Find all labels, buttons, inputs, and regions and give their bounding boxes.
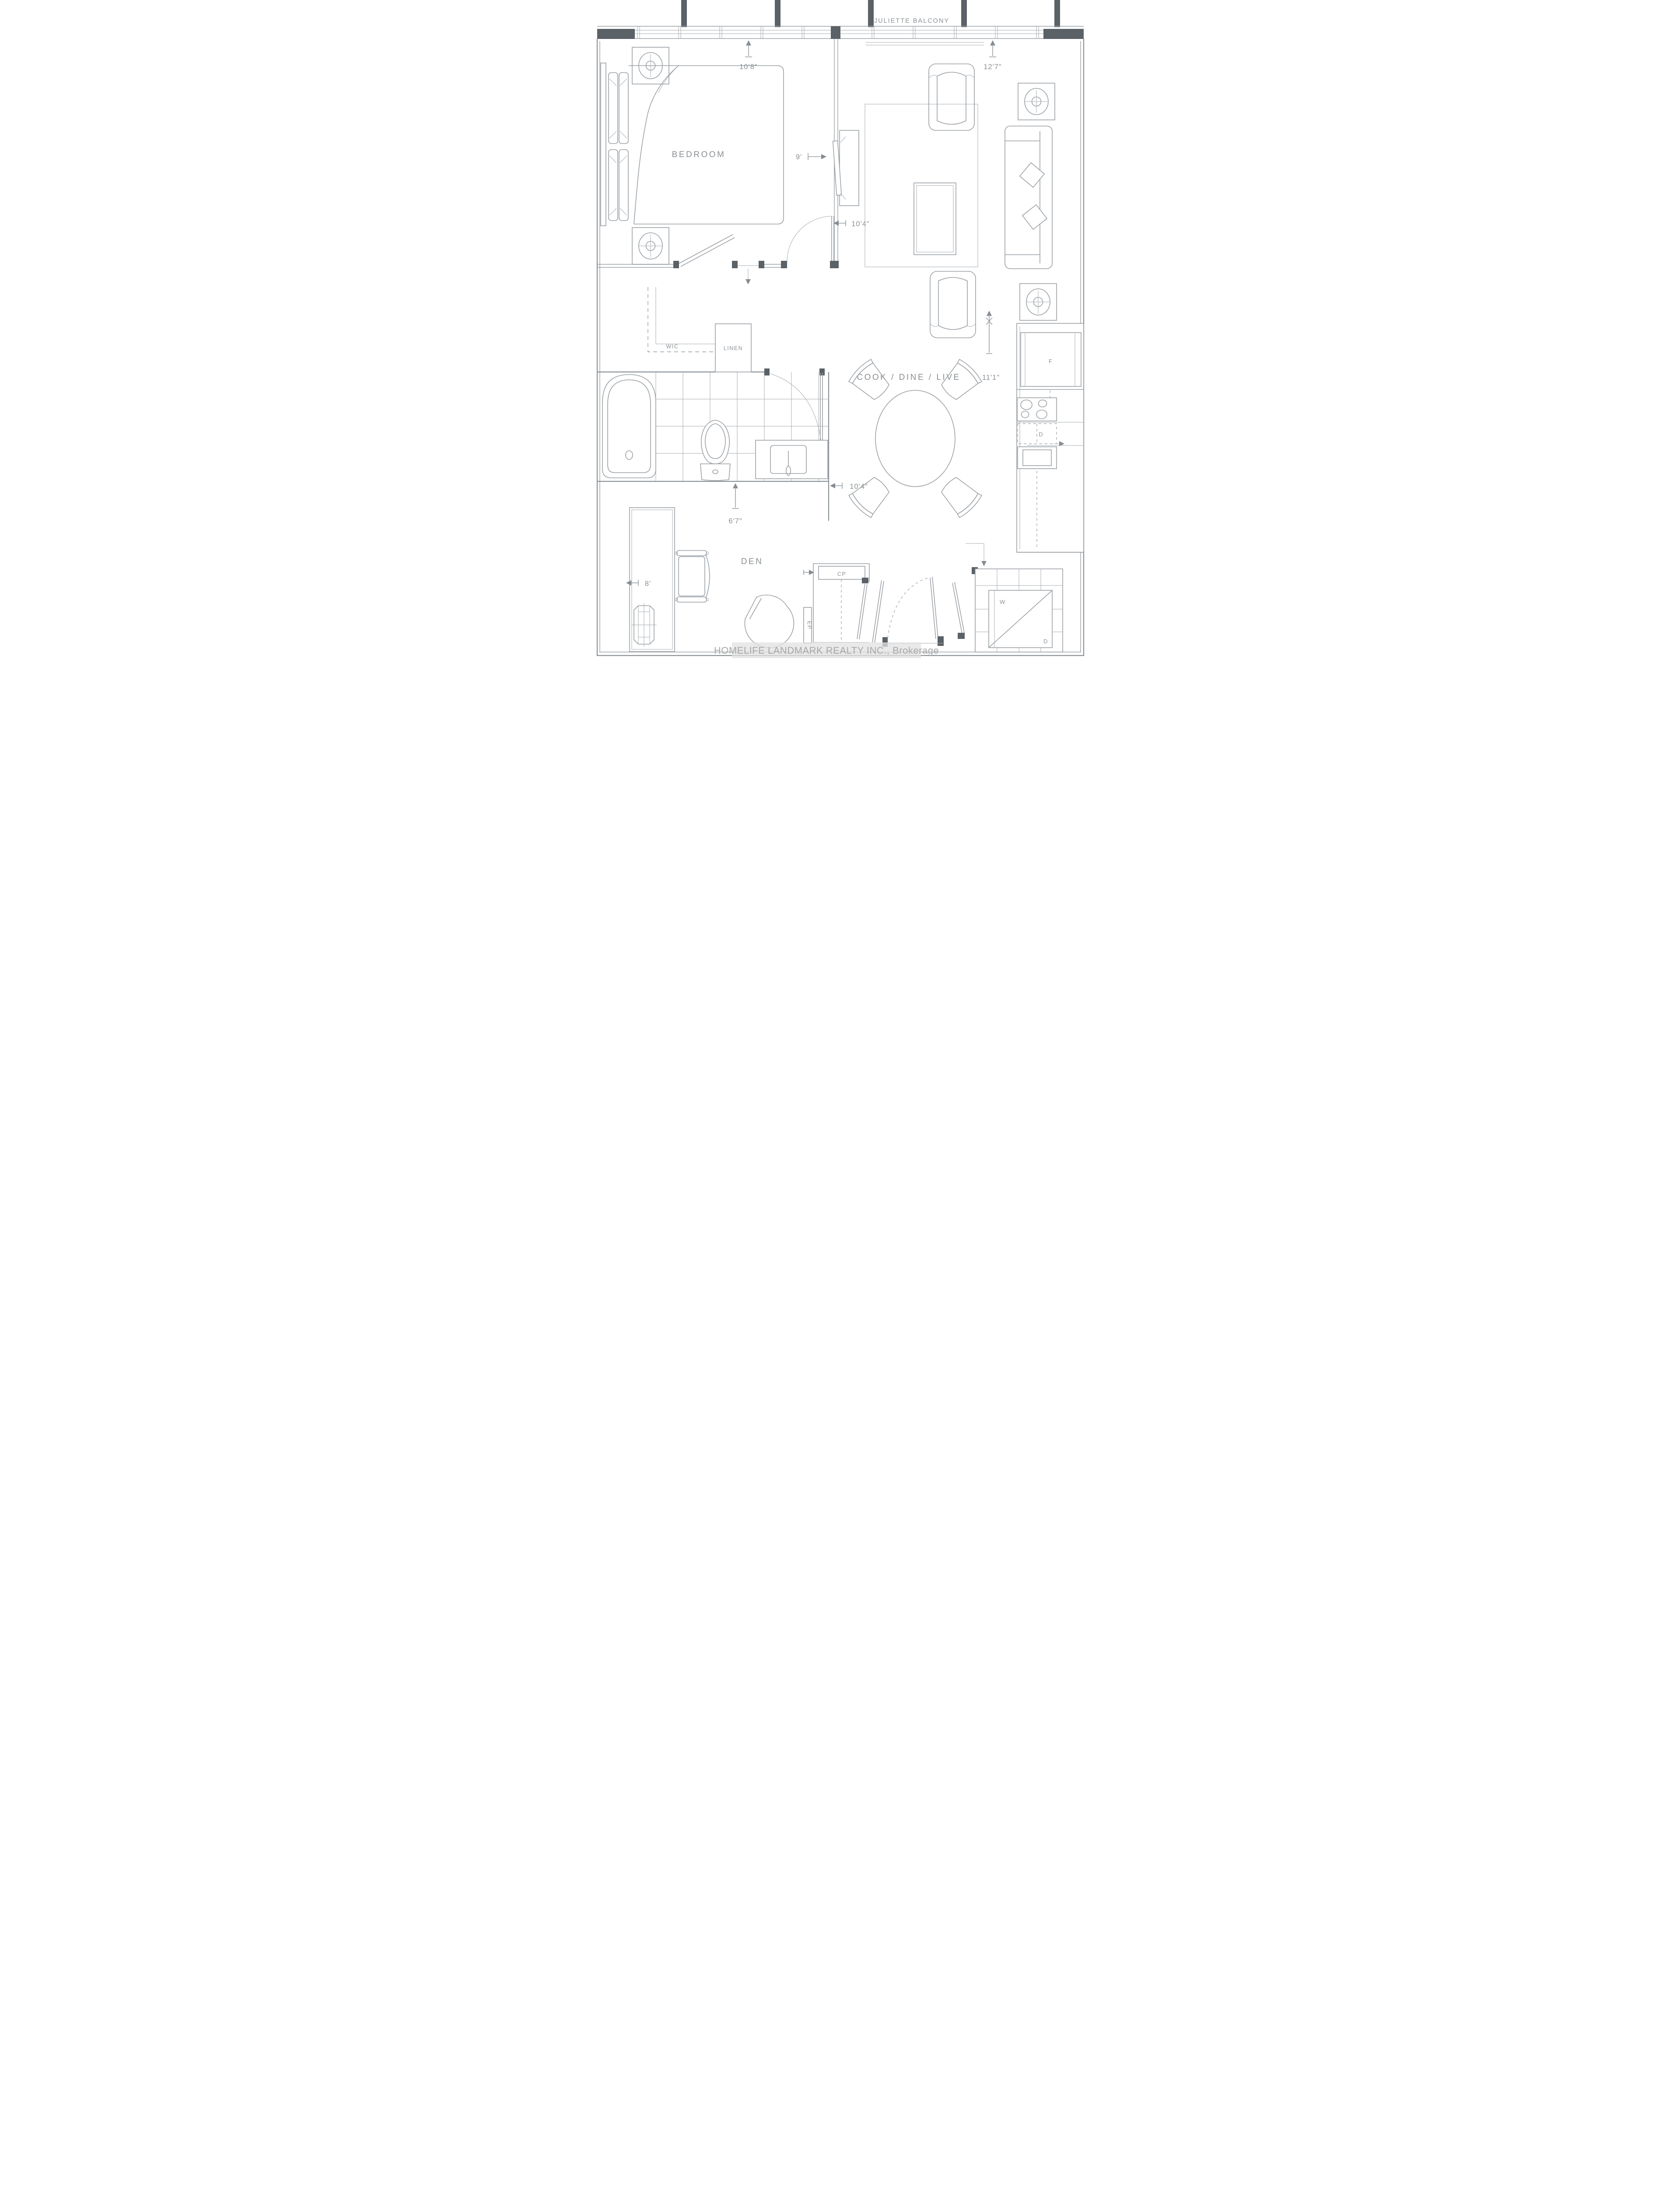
dining-chair [936,472,984,520]
kitchen: F D [1016,323,1084,553]
balcony-fin [961,0,967,27]
svg-text:CP: CP [837,571,846,577]
fridge-label: F [1049,358,1052,365]
media-console [839,130,859,206]
linen-label: LINEN [723,345,742,351]
dim-bedroom-depth: 9' [795,153,826,161]
wic-label: WIC [666,344,679,350]
washer-label: W [1000,599,1005,605]
dim-den-width: 6'7" [728,483,742,525]
pot-light-icon [1017,83,1055,120]
armchair [928,63,975,131]
balcony-fin [774,0,780,27]
tv [832,140,842,196]
balcony-fin [868,0,874,27]
wic-door [679,234,733,264]
bedroom-label: BEDROOM [672,150,725,159]
blanket-fold [633,65,679,224]
entry-door [872,576,944,647]
dining-set [847,357,984,520]
toilet [700,420,731,481]
bedroom-door [780,216,839,268]
svg-text:9': 9' [795,153,802,161]
dining-table [875,390,956,487]
laundry-closet: W D [952,543,1063,652]
electrical-panel: EP [803,607,812,644]
headboard [600,63,606,226]
dim-bedroom-width: 10'8" [739,40,758,71]
bathroom: 10'4" 6'7" [597,368,868,525]
svg-text:8': 8' [644,580,651,588]
watermark: HOMELIFE LANDMARK REALTY INC., Brokerage [714,642,938,658]
svg-text:11'1": 11'1" [982,374,999,382]
cook-dine-live-label: COOK / DINE / LIVE [857,373,960,382]
fridge [1020,332,1082,387]
floor-plan-page: JULIETTE BALCONY [581,0,1099,677]
dim-den-depth: 8' [626,580,651,588]
dim-living-depth: 11'1" [982,311,999,382]
bathroom-door [764,368,825,449]
bedroom: BEDROOM 10'8" 9' [600,40,826,265]
blanket [628,65,784,224]
balcony-fin [1054,0,1060,27]
area-rug [864,104,978,267]
entry-area: CP EP [803,543,1063,652]
armchair [929,271,976,338]
living-dining: 12'7" 10'4" 11'1" COOK / DINE / LIVE [833,40,1057,520]
pot-light-icon [1019,283,1057,321]
svg-text:D: D [1039,431,1043,438]
throw-pillow [1022,204,1047,230]
dryer-label: D [1043,638,1047,645]
sofa [1004,126,1053,269]
svg-text:10'4": 10'4" [851,220,870,228]
juliette-balcony: JULIETTE BALCONY [597,0,1084,46]
den-chair [744,594,794,649]
cp-closet: CP [803,563,870,642]
coffee-table [913,182,956,255]
desk-decor [631,603,657,647]
bed [600,63,784,226]
kitchen-sink [1017,446,1057,469]
juliette-balcony-label: JULIETTE BALCONY [874,18,949,25]
dishwasher: D [1017,423,1057,444]
window-mullions [637,26,1039,39]
bathtub [602,374,656,478]
office-chair [675,550,710,603]
cooktop [1016,397,1057,421]
dim-living-width-top: 12'7" [984,40,1002,71]
balcony-fin [681,0,687,27]
svg-text:EP: EP [806,621,812,630]
svg-text:10'8": 10'8" [739,63,758,71]
pillows [608,72,629,221]
throw-pillow [1019,162,1045,188]
vanity [755,440,828,479]
svg-text:10'4": 10'4" [850,483,868,491]
pot-light-icon [631,227,669,265]
svg-text:12'7": 12'7" [984,63,1002,71]
svg-text:HOMELIFE LANDMARK REALTY INC.,: HOMELIFE LANDMARK REALTY INC., Brokerage [714,645,938,656]
floor-plan: JULIETTE BALCONY [581,0,1099,677]
dim-living-width: 10'4" [833,220,870,228]
dim-hall-width: 10'4" [830,483,868,491]
faucet [785,465,791,476]
den: DEN 8' [626,507,794,652]
dining-chair [847,472,894,520]
bedroom-living-wall [597,39,859,284]
wic-closet: WIC LINEN [647,287,752,372]
corridor-wall [597,234,781,284]
den-label: DEN [741,557,763,566]
linen-closet [714,323,752,372]
svg-text:6'7": 6'7" [728,517,742,525]
